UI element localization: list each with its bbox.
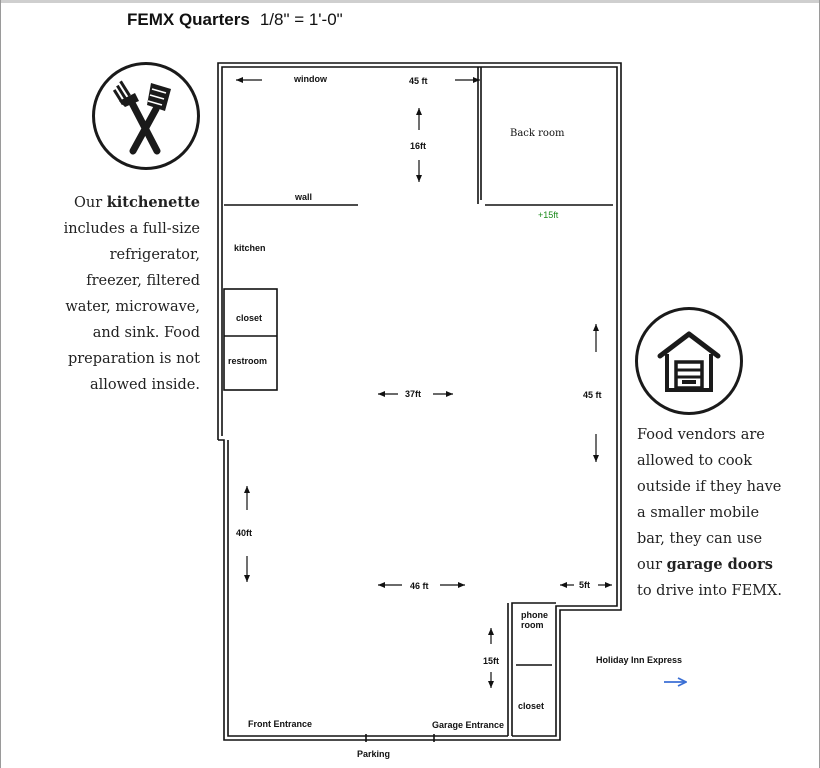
garage-icon	[635, 307, 743, 415]
phone-room-label-2: room	[521, 620, 544, 630]
plus15-label: +15ft	[538, 210, 559, 220]
closet2-label: closet	[518, 701, 544, 711]
page-top-border	[0, 0, 820, 3]
vendors-text-post: to drive into FEMX.	[637, 583, 782, 599]
back-room-walls	[477, 67, 613, 206]
left-height-label: 40ft	[236, 528, 252, 538]
fork-spatula-icon	[92, 62, 200, 170]
height15-label: 15ft	[483, 656, 499, 666]
page-title: FEMX Quarters 1/8" = 1'-0"	[127, 10, 343, 30]
kitchenette-text-bold: kitchenette	[106, 194, 200, 211]
height16-label: 16ft	[410, 141, 426, 151]
parking-label: Parking	[357, 749, 390, 759]
title-scale: 1/8" = 1'-0"	[259, 10, 343, 29]
restroom-label: restroom	[228, 356, 267, 366]
title-name: FEMX Quarters	[127, 10, 250, 29]
food-vendors-description: Food vendors are allowed to cook outside…	[637, 422, 787, 604]
phone-closet-block	[507, 602, 556, 736]
right-height-label: 45 ft	[583, 390, 602, 400]
outer-walls	[217, 62, 622, 742]
page-left-border	[0, 0, 1, 768]
vendors-text-bold: garage doors	[666, 556, 773, 573]
notch-width-label: 5ft	[579, 580, 590, 590]
garage-entrance-label: Garage Entrance	[432, 720, 504, 730]
bottom-width-label: 46 ft	[410, 581, 429, 591]
top-width-label: 45 ft	[409, 76, 428, 86]
front-entrance-label: Front Entrance	[248, 719, 312, 729]
wall-label: wall	[294, 192, 312, 202]
kitchenette-text-pre: Our	[73, 195, 107, 211]
kitchen-label: kitchen	[234, 243, 266, 253]
window-label: window	[293, 74, 328, 84]
holiday-inn-label: Holiday Inn Express	[596, 655, 682, 665]
vendors-text-pre: Food vendors are allowed to cook outside…	[637, 427, 782, 573]
phone-room-label-1: phone	[521, 610, 548, 620]
closet-restroom-block	[223, 288, 278, 391]
back-room-label: Back room	[510, 128, 565, 139]
closet-label: closet	[236, 313, 262, 323]
kitchenette-text-post: includes a full-size refrigerator, freez…	[63, 221, 200, 393]
kitchenette-description: Our kitchenette includes a full-size ref…	[52, 190, 200, 398]
mid-width-label: 37ft	[405, 389, 421, 399]
